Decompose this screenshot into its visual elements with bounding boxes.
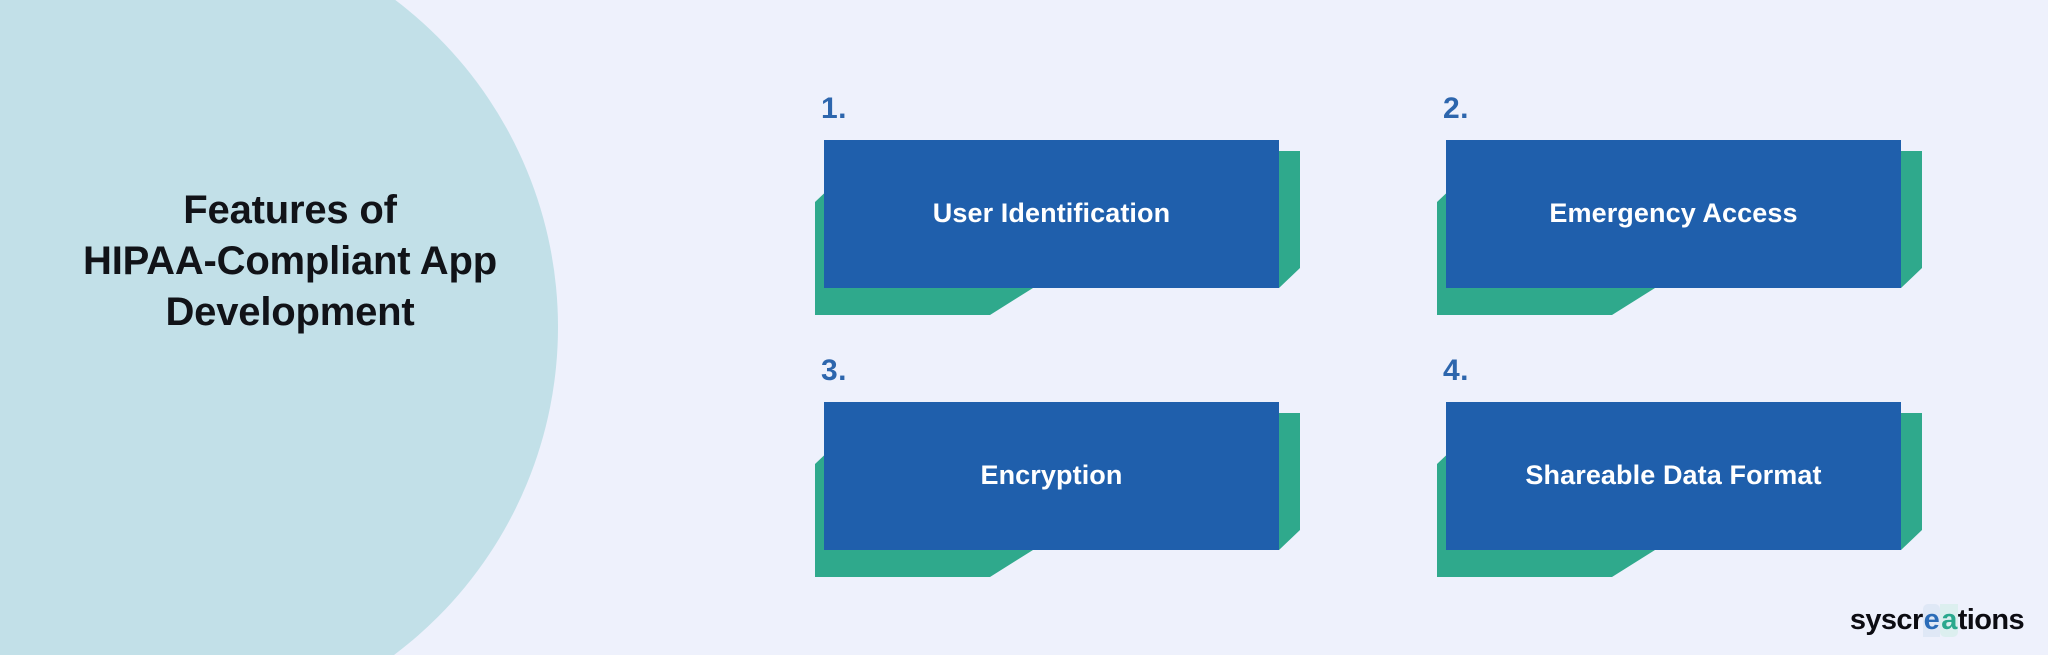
card-number-1: 1. — [821, 92, 848, 125]
card-number-4: 4. — [1443, 354, 1470, 387]
card-panel-2[interactable]: Emergency Access — [1446, 140, 1901, 288]
feature-card-4[interactable]: 4. Shareable Data Format — [1437, 354, 1922, 577]
left-teal-circle — [0, 0, 558, 655]
card-panel-4[interactable]: Shareable Data Format — [1446, 402, 1901, 550]
card-label-3: Encryption — [980, 460, 1123, 491]
card-label-2: Emergency Access — [1549, 198, 1798, 229]
page-title: Features of HIPAA-Compliant App Developm… — [30, 185, 550, 338]
logo-text-part2: tions — [1957, 604, 2025, 636]
card-label-4: Shareable Data Format — [1525, 460, 1822, 491]
card-number-3: 3. — [821, 354, 848, 387]
logo-letter-a: a — [1940, 604, 1958, 637]
card-number-2: 2. — [1443, 92, 1470, 125]
card-panel-1[interactable]: User Identification — [824, 140, 1279, 288]
logo-letter-e: e — [1922, 604, 1941, 637]
title-line-1: Features of — [183, 188, 397, 232]
feature-card-1[interactable]: 1. User Identification — [815, 92, 1300, 315]
card-label-1: User Identification — [932, 198, 1171, 229]
title-line-2: HIPAA-Compliant App — [83, 239, 497, 283]
title-line-3: Development — [165, 290, 415, 334]
feature-card-2[interactable]: 2. Emergency Access — [1437, 92, 1922, 315]
logo-text-part1: syscr — [1849, 604, 1923, 636]
feature-card-3[interactable]: 3. Encryption — [815, 354, 1300, 577]
card-panel-3[interactable]: Encryption — [824, 402, 1279, 550]
